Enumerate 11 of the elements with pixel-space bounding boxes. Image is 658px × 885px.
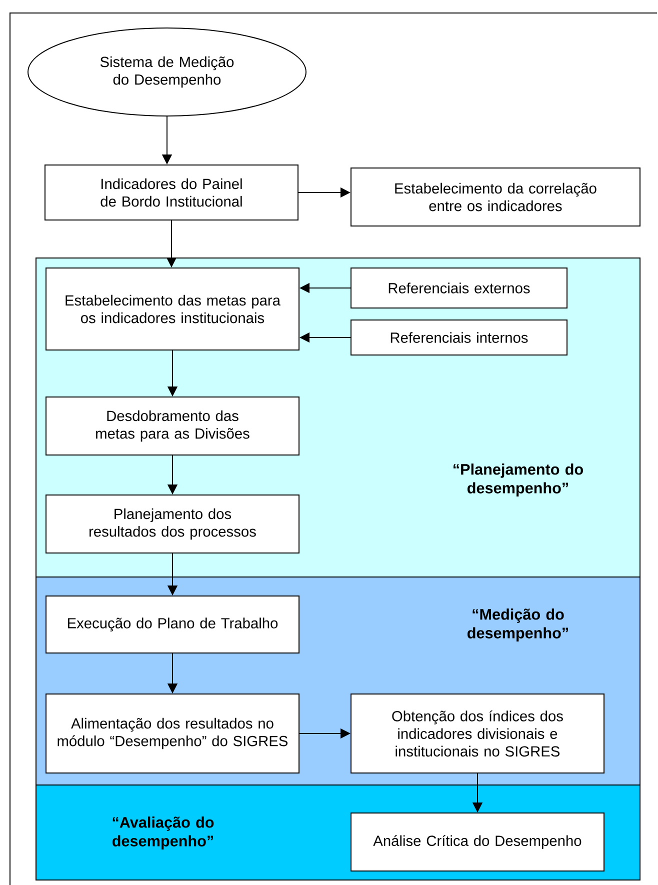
process-box: Indicadores do Painel de Bordo Institucional <box>44 164 298 220</box>
process-box: Estabelecimento da correlação entre os indicadores <box>350 168 640 226</box>
process-box: Planejamento dos resultados dos processos <box>46 494 300 554</box>
process-box: Referenciais externos <box>350 268 568 308</box>
process-box: Análise Crítica do Desempenho <box>350 812 604 872</box>
process-box: Estabelecimento das metas para os indicadores institucionais <box>46 268 300 350</box>
process-box: Execução do Plano de Trabalho <box>46 596 300 654</box>
process-box: Referenciais internos <box>350 320 568 356</box>
process-box: Alimentação dos resultados no módulo “Desempenho” do SIGRES <box>46 694 300 774</box>
process-box: Obtenção dos índices dos indicadores divisionais e institucionais no SIGRES <box>350 694 604 774</box>
process-box: Desdobramento das metas para as Divisões <box>46 396 300 456</box>
